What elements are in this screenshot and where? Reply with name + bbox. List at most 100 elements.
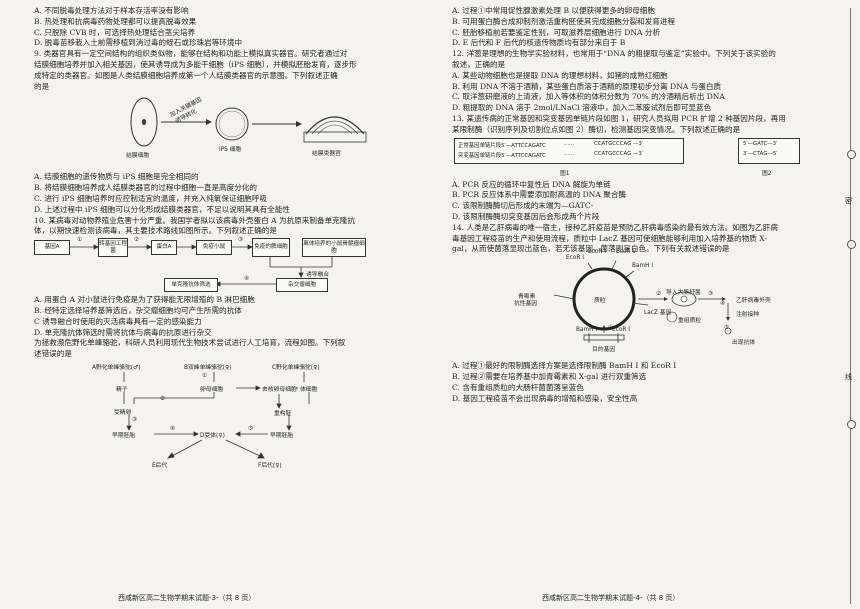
q13-option-c: C. 该限制酶酶切后形成的末端为—GATC- (452, 201, 594, 211)
q13-fig2-top: 5′—GATC—3′ (743, 140, 778, 147)
q10-box-immunize-mice: 免疫小鼠 (196, 240, 232, 256)
q10-figure: 基因A 转基因工程菌 蛋白A 免疫小鼠 免疫的脾细胞 离体培养的小鼠骨髓瘤细胞 … (34, 237, 426, 295)
binding-line (850, 8, 851, 604)
q14-bamhi-top: BamH Ⅰ (632, 263, 654, 270)
q10-box-gene-a: 基因A (34, 240, 70, 256)
q13-fig1-row1-end: CCATGCCCAG —3′ (594, 140, 644, 147)
q13-stem-2: 某限制酶（识别序列及切割位点如图 2）酶切，检测基因突变情况。下列叙述正确的是 (452, 124, 741, 134)
left-page-footer: 西咸新区高二生物学期末试题-3-（共 8 页） (118, 594, 256, 602)
q14-antibody-label: 出现抗体 (732, 340, 756, 347)
q14-penicillin-label: 青霉素 (518, 294, 536, 301)
q11-camel-b: B双峰单峰骆驼(♀) (184, 364, 232, 371)
q14-step-2: ② (656, 291, 662, 298)
q14-figure: EcoR Ⅰ EcoR Ⅰ EcoR Ⅴ BamH Ⅰ 青霉素 抗性基因 Lac… (452, 249, 832, 361)
q9-cell1-label: 结膜细胞 (126, 153, 150, 160)
q9-option-d: D. 上述过程中 iPS 细胞可以分化形成结膜类器官，不足以说明其具有全能性 (34, 204, 291, 214)
q10-option-c: C 诱导融合时使用的灭活病毒具有一定的感染能力 (34, 316, 202, 326)
q11-stem-1: 为拯救濒危野化单峰骆驼，科研人员利用现代生物技术尝试进行人工培育，流程如图。下列… (34, 338, 346, 348)
q14-resistance-label: 抗性基因 (514, 301, 538, 308)
q10-box-protein-a: 蛋白A (151, 240, 177, 256)
q10-figure-arrows (70, 244, 333, 287)
q14-lacz-label: LacZ 基因 (644, 310, 672, 317)
q11-offspring-f: F后代(♀) (258, 462, 282, 469)
q11-stem-2: 述错误的是 (34, 349, 72, 359)
q14-step-4: ④ (720, 301, 726, 308)
binding-hole-1 (847, 150, 856, 159)
q11-offspring-e: E后代 (152, 462, 168, 469)
q10-box-myeloma-cells: 离体培养的小鼠骨髓瘤细胞 (302, 238, 366, 258)
q8-option-c: C. 只脱除 CVB 时，可选择热处理结合茎尖培养 (34, 27, 196, 37)
q13-fig1-row2-dots: ...... (564, 150, 575, 157)
q9-stem-2: 结膜细胞培养并加入相关基因，使其诱导成为多能干细胞（iPS 细胞），并模拟胚胎发… (34, 59, 357, 69)
q13-figure: 正常基因单链片段5′—ATTCCAGATC ...... CCATGCCCAG … (452, 136, 832, 180)
left-page: A. 不同脱毒处理方法对于样本存活率没有影响 B. 热处理和抗病毒药物处理都可以… (34, 6, 426, 602)
q11-step-3: ③ (132, 416, 138, 423)
q14-inject-label: 注射接种 (736, 312, 760, 319)
q14-option-c: C. 含有重组质粒的大肠杆菌菌落呈蓝色 (452, 382, 584, 392)
q14-option-d: D. 基因工程疫苗不会出现病毒的增殖和感染，安全性高 (452, 393, 638, 403)
q14-stem-1: 14. 人类是乙肝病毒的唯一宿主，接种乙肝疫苗是预防乙肝病毒感染的最有效方法。如… (452, 222, 778, 232)
q10-box-antibody-screening: 单克隆抗体筛选 (164, 278, 218, 293)
q14-transform-label: 导入大肠杆菌 (666, 290, 701, 297)
q11-option-b: B. 可用蛋白酶合成抑制剂激活重构胚使其完成细胞分裂和发育进程 (452, 16, 676, 26)
q8-option-d: D. 脱毒苗移栽入土前需移植到消过毒的蛭石或珍珠岩等环境中 (34, 38, 243, 48)
q13-fig1-caption: 图1 (560, 170, 570, 177)
q13-option-d: D. 该限制酶酶切突变基因后会形成两个片段 (452, 211, 600, 221)
q8-option-b: B. 热处理和抗病毒药物处理都可以提高脱毒效果 (34, 16, 197, 26)
q8-option-a: A. 不同脱毒处理方法对于样本存活率没有影响 (34, 6, 189, 15)
binding-hole-2 (847, 240, 856, 249)
q14-option-b: B. 过程②需要在培养基中加青霉素和 X-gal 进行双重筛选 (452, 371, 647, 381)
q12-option-a: A. 某些动物细胞也是提取 DNA 的理想材料，如猪的成熟红细胞 (452, 70, 668, 80)
left-column: A. 不同脱毒处理方法对于样本存活率没有影响 B. 热处理和抗病毒药物处理都可以… (34, 6, 426, 472)
q11-sperm: 精子 (116, 386, 128, 393)
q13-fig2-box (738, 137, 800, 164)
q9-stem-4: 的是 (34, 81, 50, 91)
q11-recipient: D受体(♀) (200, 432, 225, 439)
q14-step-3: ③ (708, 291, 714, 298)
q13-option-b: B. PCR 反应体系中需要添加耐高温的 DNA 聚合酶 (452, 190, 627, 200)
q11-camel-a: A野化单峰骆驼(♂) (92, 364, 141, 371)
q9-figure: 结膜细胞 加入关键基因 诱导转化 iPS 细胞 结膜类器官 (34, 92, 426, 172)
q14-option-a: A. 过程①最好的限制酶选择方案是选择限制酶 BamH Ⅰ 和 EcoR Ⅰ (452, 361, 677, 371)
q12-stem-2: 叙述，正确的是 (452, 59, 506, 69)
q13-fig1-row1-label: 正常基因单链片段5′—ATTCCAGATC (458, 142, 546, 149)
binding-line-text: 线 (845, 373, 852, 381)
q10-box-spleen-cells: 免疫的脾细胞 (252, 238, 290, 258)
q9-organoid-label: 结膜类器官 (312, 151, 341, 158)
q13-option-a: A. PCR 反应的循环中复性后 DNA 解旋为单链 (452, 179, 611, 189)
q11-option-d: D. E 后代和 F 后代的核遗传物质均有部分来自于 B (452, 38, 626, 48)
q10-step-1: ① (77, 237, 83, 244)
q9-option-b: B. 将结膜细胞培养成人结膜类器官的过程中细胞一直是高度分化的 (34, 183, 258, 193)
q11-early-embryo-1: 早期胚胎 (112, 432, 136, 439)
right-column: A. 过程①中常用促性腺激素处理 B 以便获得更多的卵母细胞 B. 可用蛋白酶合… (452, 6, 832, 404)
q14-step-1: ① (608, 325, 614, 332)
binding-seal-text: 密 (845, 197, 852, 205)
q12-option-b: B. 利用 DNA 不溶于酒精，某些蛋白质溶于酒精的原理初步分离 DNA 与蛋白… (452, 81, 722, 91)
q14-stem-3: gal，从而使菌落显现出蓝色，若无该基因，菌落则呈白色。下列有关叙述错误的是 (452, 244, 730, 254)
q14-step-5: ⑤ (724, 325, 730, 332)
q9-option-a: A. 结膜细胞的遗传物质与 iPS 细胞是完全相同的 (34, 172, 199, 182)
q11-step-4: ④ (170, 425, 176, 432)
q11-step-5: ⑤ (248, 425, 254, 432)
q14-stem-2: 毒基因工程疫苗的生产和使用流程，质粒中 LacZ 基因可使细胞能够利用加入培养基… (452, 233, 768, 243)
q10-stem-1: 10. 某病毒对动物养殖业危害十分严重。我国学者拟以该病毒外壳蛋白 A 为抗原来… (34, 215, 355, 225)
q13-fig1-row2-end: CCATGCCCAG —3′ (594, 150, 644, 157)
q10-stem-2: 体，以期快速检测该病毒，其主要技术路线如图所示。下列叙述正确的是 (34, 226, 277, 236)
q14-coat-label: 乙肝病毒外壳 (736, 298, 771, 305)
q11-reconstructed-embryo: 重构胚 (274, 410, 292, 417)
q10-step-4: ④ (244, 276, 250, 283)
q9-cell2-label: iPS 细胞 (219, 147, 242, 154)
right-page: A. 过程①中常用促性腺激素处理 B 以便获得更多的卵母细胞 B. 可用蛋白酶合… (432, 0, 842, 609)
q12-stem-1: 12. 洋葱是理想的生物学实验材料，也常用于“DNA 的粗提取与鉴定”实验中。下… (452, 49, 776, 59)
q14-figure-drawing (553, 260, 732, 344)
q10-option-a: A. 用蛋白 A 对小鼠进行免疫是为了获得能无限增殖的 B 淋巴细胞 (34, 295, 255, 305)
q13-fig2-caption: 图2 (762, 170, 772, 177)
q11-figure: A野化单峰骆驼(♂) B双峰单峰骆驼(♀) C野化单峰骆驼(♀) 精子 卵母细胞… (34, 360, 426, 472)
q9-stem-1: 9. 类器官具有一定空间结构的组织类似物，能够在结构和功能上模拟真实器官。研究者… (34, 49, 348, 59)
q14-plasmid-label: 质粒 (594, 298, 606, 305)
q10-step-2: ② (134, 237, 140, 244)
q10-box-hybridoma: 杂交瘤细胞 (276, 278, 328, 293)
right-page-footer: 西咸新区高二生物学期末试题-4-（共 8 页） (542, 594, 680, 602)
q10-step-3: ③ (238, 237, 244, 244)
q10-fusion-label: 诱导融合 (306, 272, 330, 279)
